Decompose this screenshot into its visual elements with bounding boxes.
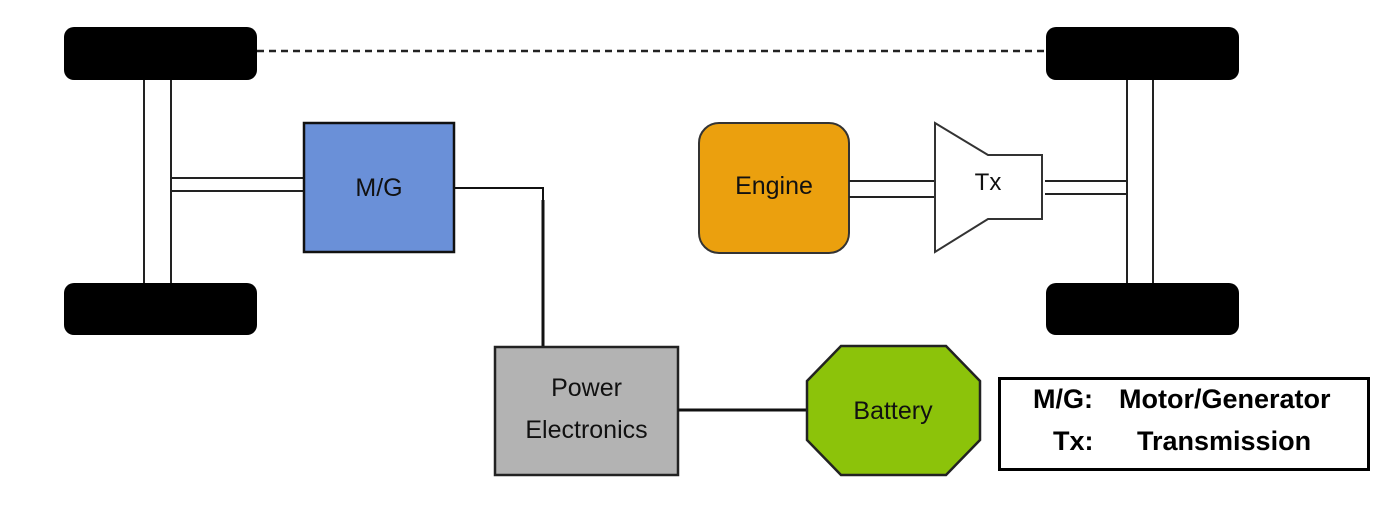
rear-left-wheel	[1046, 27, 1239, 80]
legend-abbr: Tx:	[1053, 426, 1094, 456]
power-electronics-label-line2: Electronics	[525, 416, 647, 444]
rear-right-wheel	[1046, 283, 1239, 335]
power-electronics-label-line1: Power	[551, 374, 622, 402]
battery-label: Battery	[853, 397, 933, 425]
legend-abbr: M/G:	[1033, 384, 1093, 414]
front-left-wheel	[64, 27, 257, 80]
front-right-wheel	[64, 283, 257, 335]
legend-full: Transmission	[1137, 426, 1312, 456]
transmission-block: Tx	[934, 121, 1043, 254]
engine-label: Engine	[735, 172, 813, 200]
motor-generator-label: M/G	[355, 174, 402, 202]
tx-shaft	[1045, 180, 1127, 195]
transmission-label: Tx	[975, 169, 1002, 196]
motor-generator-block: M/G	[302, 121, 456, 254]
mg-shaft	[171, 177, 304, 192]
rear-axle	[1126, 80, 1154, 283]
engine-shaft	[849, 180, 935, 198]
engine-block: Engine	[698, 122, 850, 254]
front-axle	[143, 80, 172, 283]
mg-to-pe-wire	[454, 187, 544, 347]
legend-box: M/G: Motor/Generator Tx: Transmission	[998, 377, 1370, 471]
legend-full: Motor/Generator	[1119, 384, 1331, 414]
power-electronics-block: Power Electronics	[493, 345, 680, 477]
battery-block: Battery	[805, 344, 982, 477]
